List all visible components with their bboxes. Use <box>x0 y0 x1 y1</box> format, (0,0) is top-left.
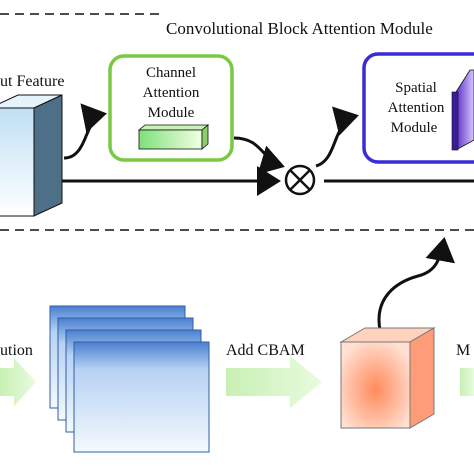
output-cube <box>339 327 436 429</box>
green-arrow-right <box>460 368 474 396</box>
arrow-cube-to-cbam <box>377 237 455 331</box>
spatial-line1: Spatial <box>395 80 437 96</box>
bottom-right-label: M <box>456 342 470 359</box>
channel-attention-module: Channel Attention Module <box>108 54 234 162</box>
channel-line2: Attention <box>143 85 200 101</box>
feature-map-stack <box>49 305 210 453</box>
spatial-line3: Module <box>391 120 438 136</box>
green-arrow-add-cbam <box>226 356 322 408</box>
arrow-channel-to-multiply <box>233 136 285 175</box>
arrow-to-channel <box>63 103 107 160</box>
input-feature-cube <box>0 94 63 217</box>
channel-line1: Channel <box>146 65 196 81</box>
spatial-attention-map <box>451 69 474 151</box>
diagram-title: Convolutional Block Attention Module <box>166 19 433 38</box>
multiply-node <box>284 164 316 196</box>
arrow-to-spatial <box>315 106 359 168</box>
channel-line3: Module <box>148 105 195 121</box>
green-arrow-left <box>0 358 36 406</box>
input-feature-label: ut Feature <box>0 73 64 90</box>
spatial-attention-module: Spatial Attention Module <box>362 52 474 164</box>
bottom-left-label: ution <box>0 342 33 359</box>
spatial-line2: Attention <box>388 100 445 116</box>
add-cbam-label: Add CBAM <box>226 342 305 359</box>
channel-attention-bar <box>137 124 210 150</box>
